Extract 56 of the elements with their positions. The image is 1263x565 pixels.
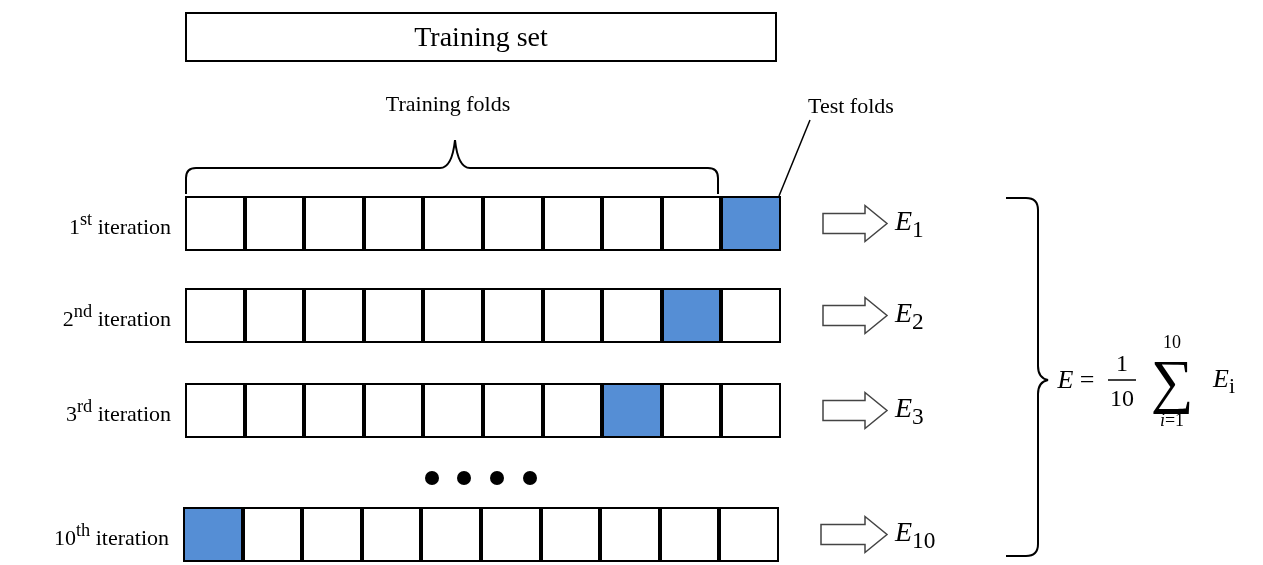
fold-cell (423, 383, 483, 438)
box-label: Training set (414, 23, 548, 51)
fold-cell (721, 196, 781, 251)
fold-cell (423, 196, 483, 251)
fold-cell (661, 288, 722, 343)
fold-cell (244, 196, 305, 251)
fold-cell (542, 288, 603, 343)
fold-cell (304, 383, 364, 438)
node-label: Test folds (808, 95, 894, 117)
block-arrow (822, 203, 889, 244)
training-set-box (185, 12, 777, 62)
fold-cell (661, 196, 722, 251)
fold-cell (363, 383, 424, 438)
node-label: E$_{2}$ (895, 299, 924, 333)
node-label: E$_{1}$ (895, 207, 924, 241)
fold-cell (304, 288, 364, 343)
fold-cell (244, 383, 305, 438)
node-label: E$_{10}$ (895, 518, 936, 552)
fold-cell (602, 288, 662, 343)
fold-cell (302, 507, 362, 562)
fold-cell (242, 507, 303, 562)
iteration-label: 2$^{nd}$ iteration (62, 301, 171, 330)
fold-cell (661, 383, 722, 438)
fold-cell (363, 196, 424, 251)
fold-cell (542, 196, 603, 251)
iteration-label: 3$^{rd}$ iteration (65, 396, 171, 425)
block-arrow (822, 390, 889, 431)
fold-cell (244, 288, 305, 343)
fold-cell (600, 507, 660, 562)
fold-cell (481, 507, 541, 562)
fold-cell (363, 288, 424, 343)
fold-cell (483, 288, 543, 343)
fold-cell (421, 507, 481, 562)
fold-cell (542, 383, 603, 438)
node-label: E$_{3}$ (895, 394, 924, 428)
fold-cell (602, 196, 662, 251)
formula-text: 1 (1116, 351, 1128, 375)
formula-text: E$_{i}$ (1213, 366, 1235, 398)
fold-cell (361, 507, 422, 562)
fold-cell (659, 507, 720, 562)
block-arrow (820, 514, 889, 555)
fold-cell (483, 383, 543, 438)
brace-label: Training folds (385, 93, 511, 115)
fold-cell (602, 383, 662, 438)
fold-cell (183, 507, 243, 562)
fold-cell (483, 196, 543, 251)
fold-cell (304, 196, 364, 251)
fold-cell (540, 507, 601, 562)
leader-line (778, 119, 811, 197)
formula-text: 10 (1163, 333, 1181, 351)
iteration-label: 1$^{st}$ iteration (68, 209, 171, 238)
fold-cell (423, 288, 483, 343)
iteration-label: 10$^{th}$ iteration (53, 520, 169, 549)
block-arrow (822, 295, 889, 336)
formula-text: 10 (1110, 386, 1134, 410)
formula-text: E = (1057, 367, 1095, 393)
